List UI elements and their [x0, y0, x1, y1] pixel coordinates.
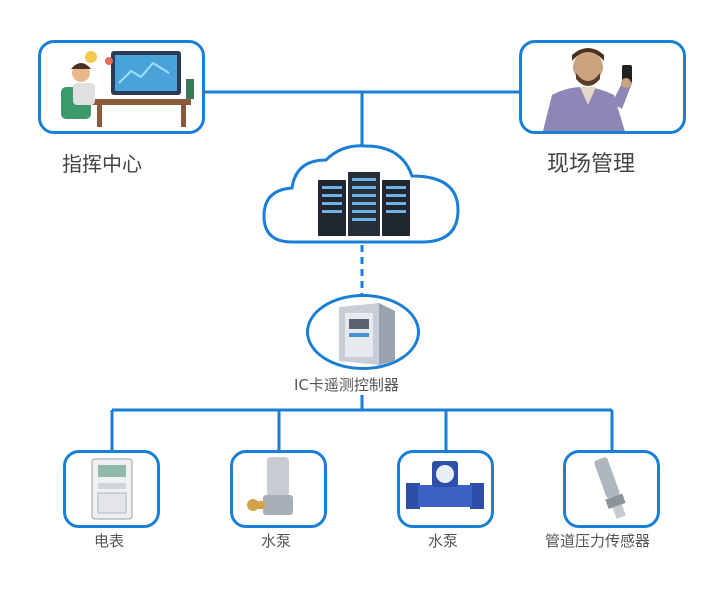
electric-meter-icon	[91, 458, 133, 520]
device-node	[397, 450, 494, 528]
man-with-phone-icon	[543, 48, 632, 131]
pressure-sensor-icon	[594, 457, 626, 519]
field-management-label: 现场管理	[547, 152, 636, 177]
command-center-node	[38, 40, 205, 134]
device-node	[563, 450, 660, 528]
control-cabinet-icon	[339, 303, 395, 365]
office-worker-icon	[61, 51, 194, 127]
controller-node	[306, 294, 420, 370]
water-meter-icon	[406, 461, 484, 509]
controller-label: IC卡遥测控制器	[294, 376, 399, 394]
device-label: 水泵	[428, 532, 459, 550]
device-label: 电表	[94, 532, 125, 550]
cloud-node	[262, 144, 460, 244]
device-label: 水泵	[261, 532, 292, 550]
command-center-label: 指挥中心	[62, 152, 142, 176]
server-rack-icon	[318, 172, 410, 236]
device-node	[230, 450, 327, 528]
device-label: 管道压力传感器	[545, 532, 651, 550]
field-management-node	[519, 40, 686, 134]
submersible-pump-icon	[247, 457, 293, 515]
device-node	[63, 450, 160, 528]
